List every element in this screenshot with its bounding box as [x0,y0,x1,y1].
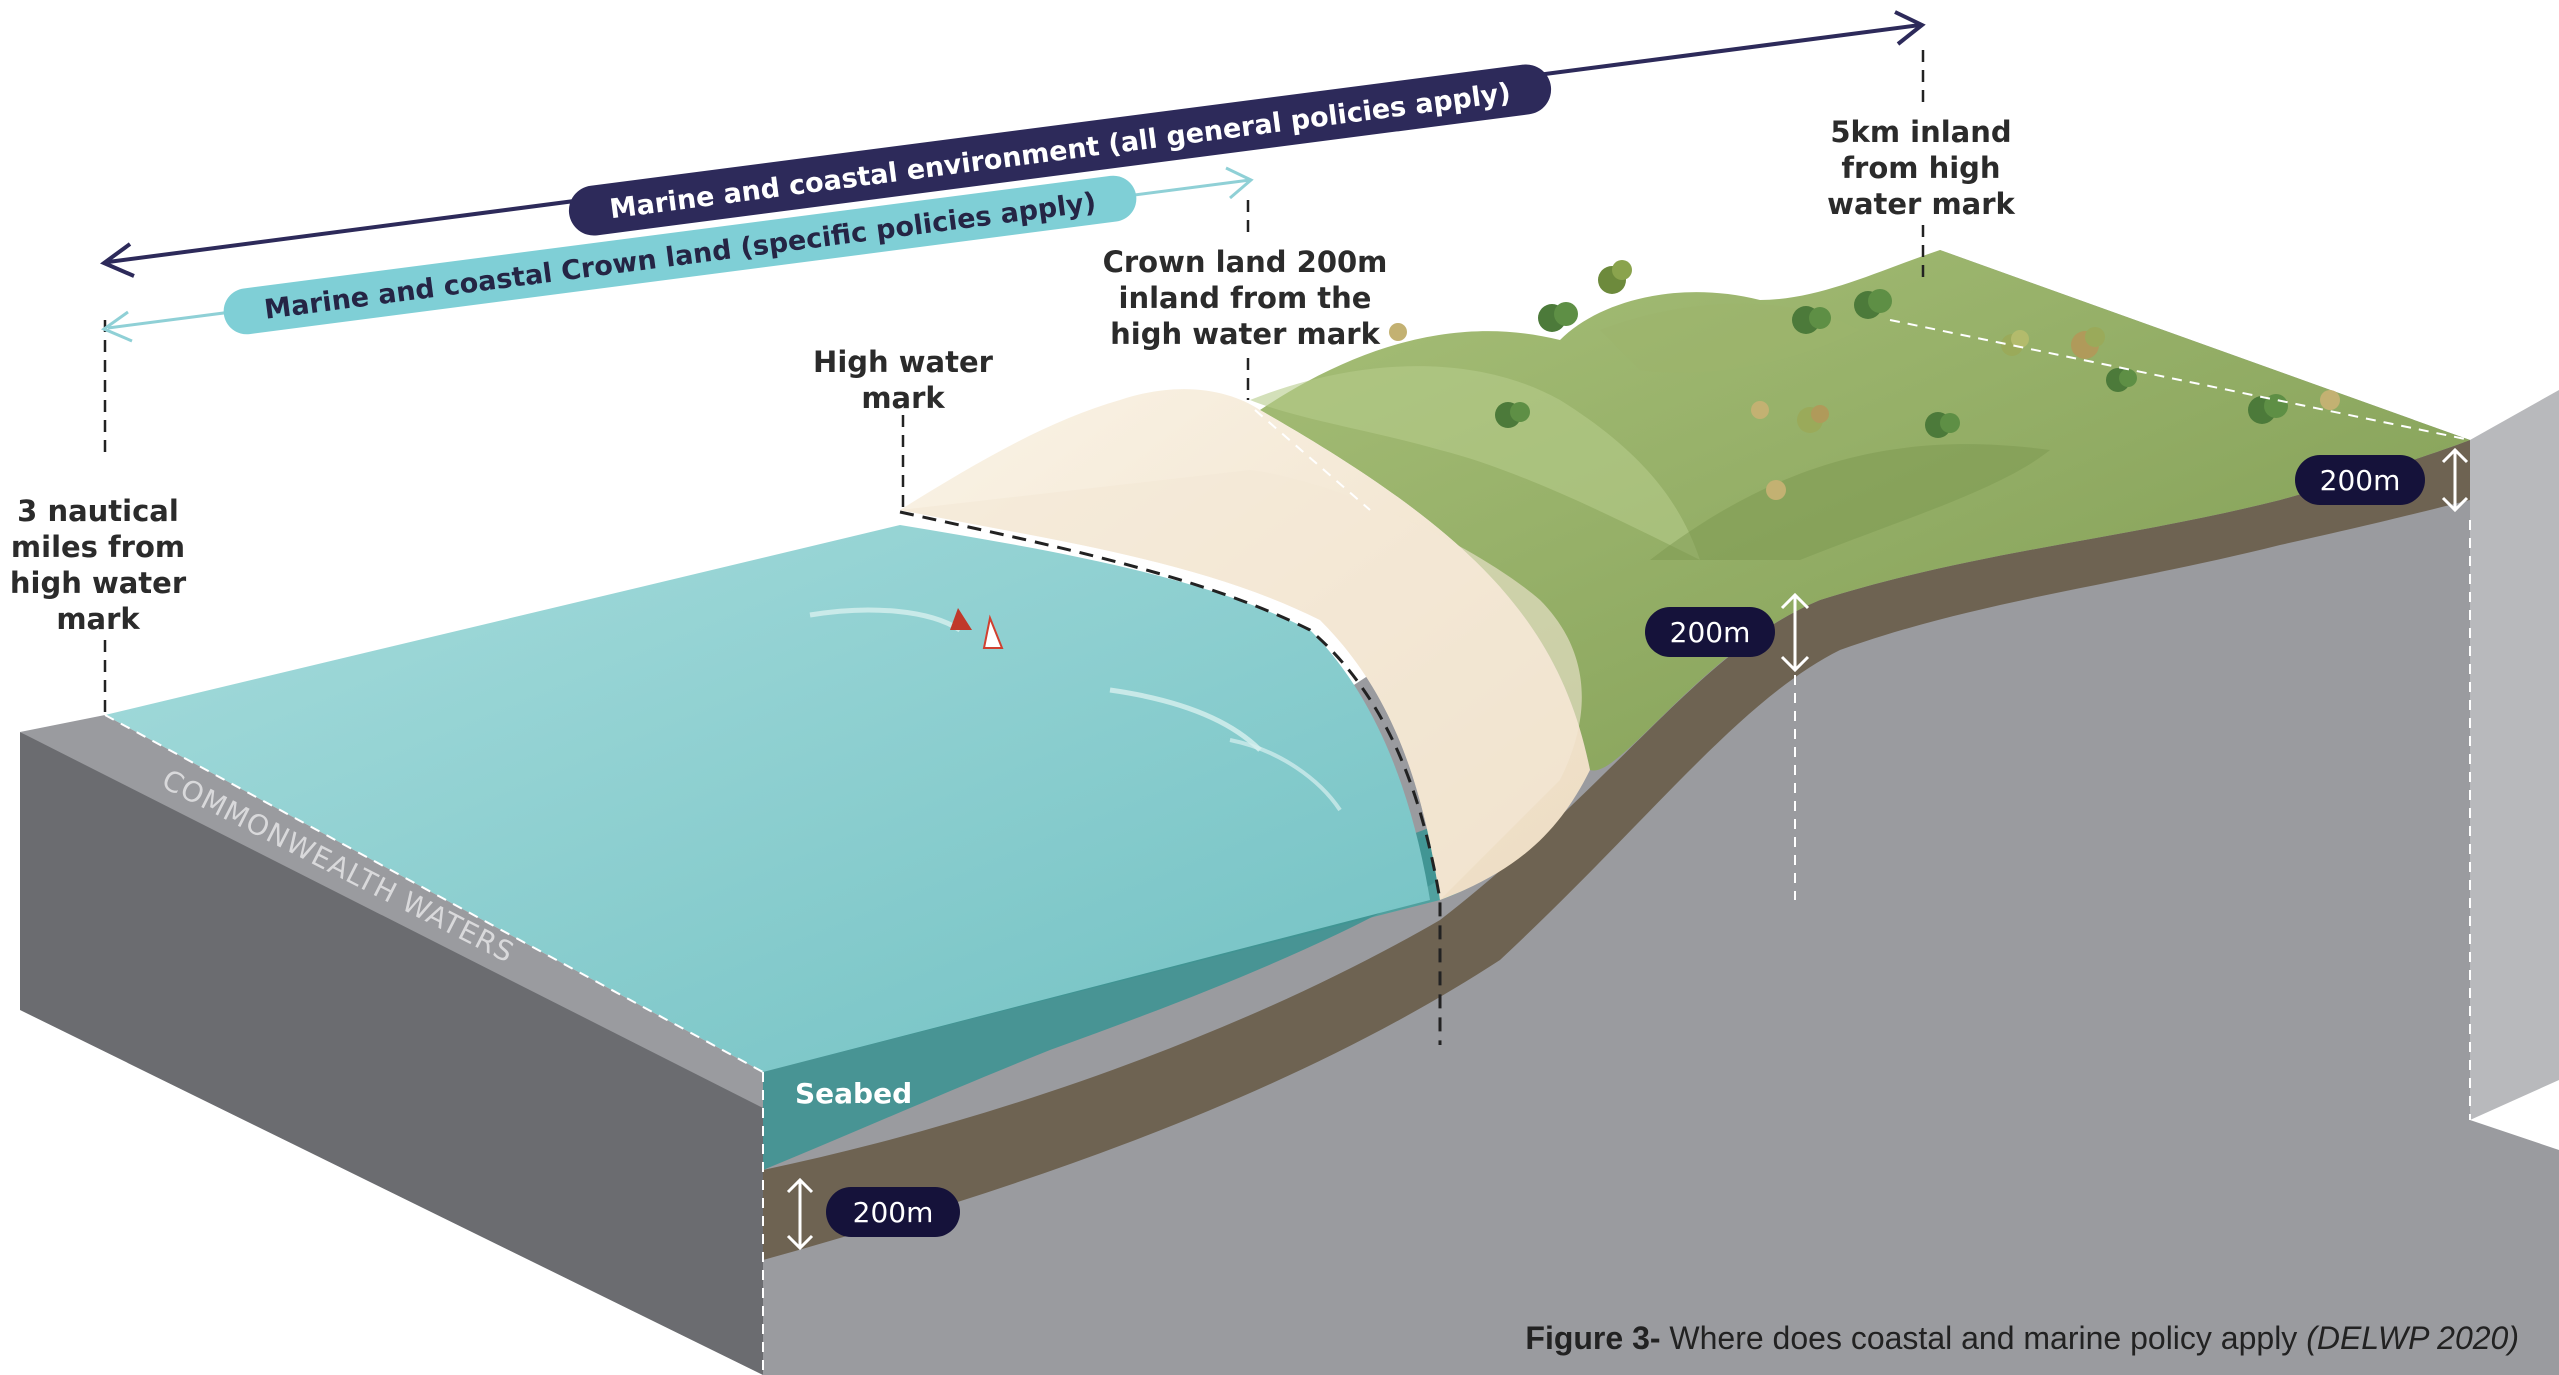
label-three-nautical-miles: 3 nautical miles from high water mark [10,494,187,636]
svg-text:High water: High water [813,345,994,379]
svg-text:high water: high water [10,566,187,600]
tree-icons [1389,260,2340,500]
label-5km-inland: 5km inland from high water mark [1827,115,2015,221]
commonwealth-strip [20,715,763,1108]
depth-arrow-mid [1780,592,1810,673]
seabed-label: Seabed [795,1077,912,1110]
svg-text:mark: mark [56,602,140,636]
depth-guides [762,319,2471,1375]
figure-caption-text: Where does coastal and marine policy app… [1660,1320,2307,1356]
sailboat-icons [950,608,1004,649]
sea-surface [105,525,1430,1072]
svg-text:200m: 200m [1670,616,1751,649]
depth-badge-right: 200m [2295,455,2425,505]
svg-text:200m: 200m [853,1196,934,1229]
svg-text:water mark: water mark [1827,187,2015,221]
depth-badge-mid: 200m [1645,607,1775,657]
svg-text:inland from the: inland from the [1119,281,1372,315]
svg-text:200m: 200m [2320,464,2401,497]
label-high-water-mark: High water mark [813,345,994,415]
block-left-face [20,732,763,1375]
soil-layer [763,440,2470,1260]
svg-text:3 nautical: 3 nautical [17,494,179,528]
depth-arrow-seabed [786,1177,814,1251]
leader-lines [103,50,1925,715]
svg-text:5km inland: 5km inland [1830,115,2011,149]
figure-caption: Figure 3- Where does coastal and marine … [1525,1320,2519,1357]
figure-number: Figure 3- [1525,1320,1661,1356]
depth-badge-seabed: 200m [826,1187,960,1237]
depth-arrow-right [2441,447,2469,513]
svg-text:high water mark: high water mark [1110,317,1380,351]
label-crown-land-200m: Crown land 200m inland from the high wat… [1103,245,1388,351]
svg-text:miles from: miles from [11,530,185,564]
svg-text:mark: mark [861,381,945,415]
svg-text:Crown land 200m: Crown land 200m [1103,245,1388,279]
figure-source: (DELWP 2020) [2306,1320,2519,1356]
svg-text:from high: from high [1841,151,2000,185]
high-water-mark-line [899,510,1442,1045]
